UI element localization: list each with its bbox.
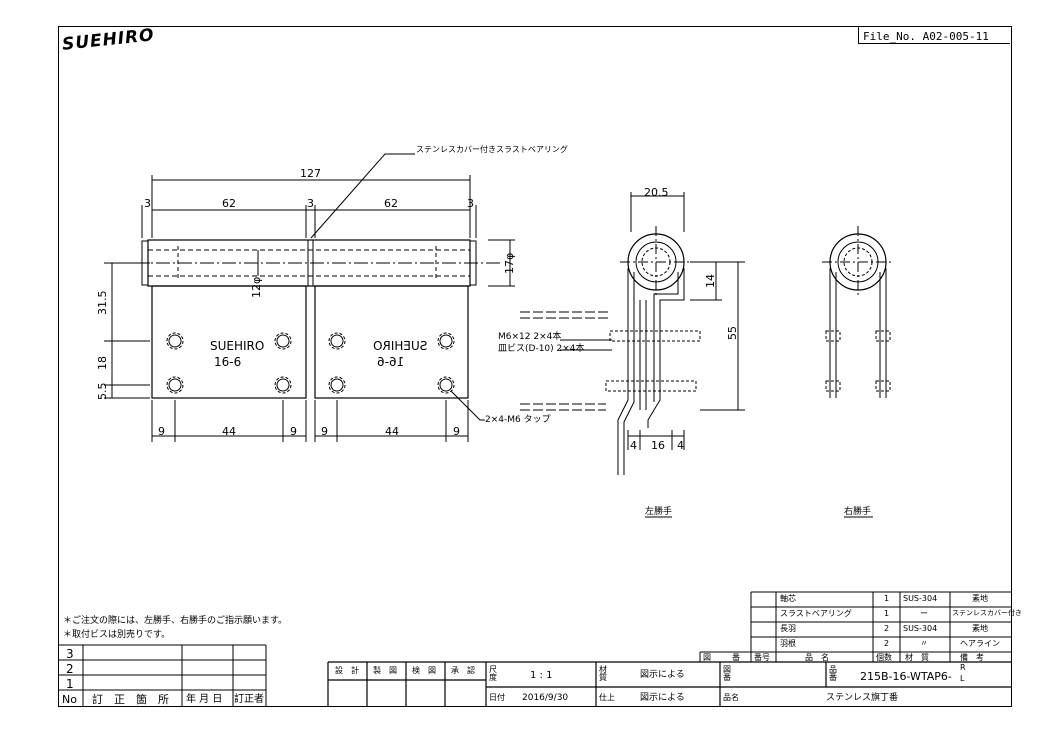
dim-b9c: 9 bbox=[321, 425, 328, 438]
tb-drawing-no-label: 図番 bbox=[723, 665, 731, 682]
part-name-1: 軸芯 bbox=[780, 594, 796, 603]
left-hand-label: 左勝手 bbox=[645, 507, 673, 517]
tb-check: 検 図 bbox=[412, 666, 436, 675]
tb-material-label: 材質 bbox=[599, 665, 607, 682]
parts-table-lines bbox=[699, 591, 1012, 662]
dim-b9b: 9 bbox=[290, 425, 297, 438]
dim-barrel-dia: 17φ bbox=[503, 252, 516, 274]
dim-side-55: 55 bbox=[726, 326, 739, 340]
revision-header-no: No bbox=[62, 693, 77, 706]
revision-row-3: 3 bbox=[66, 647, 74, 661]
part-qty-2: 1 bbox=[884, 609, 890, 618]
tb-name: ステンレス旗丁番 bbox=[826, 693, 899, 703]
dim-h1: 31.5 bbox=[96, 290, 109, 316]
dim-side-top: 20.5 bbox=[644, 186, 669, 199]
revision-row-1: 1 bbox=[66, 677, 74, 691]
parts-header-name: 品 名 bbox=[805, 653, 829, 662]
part-finish-1: 素地 bbox=[972, 594, 988, 603]
part-qty-1: 1 bbox=[884, 594, 890, 603]
revision-header-editor: 訂正者 bbox=[234, 694, 264, 705]
part-material-1: SUS-304 bbox=[903, 594, 938, 603]
note-2: ＊取付ビスは別売りです。 bbox=[63, 630, 171, 640]
left-leaf-model: 16-6 bbox=[214, 355, 242, 369]
screw-callout-1: M6×12 2×4本 bbox=[498, 332, 562, 342]
dim-h3: 5.5 bbox=[96, 382, 109, 401]
drawing-frame bbox=[58, 26, 1012, 707]
tb-scale: 1 : 1 bbox=[530, 670, 553, 681]
tb-design: 設 計 bbox=[335, 666, 359, 675]
tb-date-label: 日付 bbox=[489, 693, 505, 702]
dim-leaf-2: 62 bbox=[384, 197, 398, 210]
dim-h2: 18 bbox=[96, 356, 109, 370]
part-name-2: スラストベアリング bbox=[780, 609, 852, 618]
dim-side-14: 14 bbox=[704, 274, 717, 288]
part-qty-4: 2 bbox=[884, 639, 890, 648]
dim-gap-left: 3 bbox=[144, 197, 151, 210]
revision-header-date: 年 月 日 bbox=[186, 694, 223, 705]
bearing-callout: ステンレスカバー付きスラストベアリング bbox=[416, 145, 568, 154]
dim-gap-right: 3 bbox=[467, 197, 474, 210]
dim-b9d: 9 bbox=[453, 425, 460, 438]
dim-pin-dia: 12φ bbox=[250, 276, 263, 298]
part-finish-3: 素地 bbox=[972, 624, 988, 633]
revision-row-2: 2 bbox=[66, 662, 74, 676]
tb-part-no: 215B-16-WTAP6- bbox=[860, 670, 952, 683]
note-1: ＊ご注文の際には、左勝手、右勝手のご指示願います。 bbox=[63, 616, 288, 626]
part-qty-3: 2 bbox=[884, 624, 890, 633]
parts-header-zu: 図 bbox=[703, 653, 711, 662]
revision-header-location: 訂 正 箇 所 bbox=[92, 693, 169, 706]
parts-header-note: 備 考 bbox=[960, 653, 984, 662]
part-name-4: 羽根 bbox=[780, 639, 796, 648]
tb-date: 2016/9/30 bbox=[522, 693, 569, 703]
front-view bbox=[104, 153, 515, 442]
side-view-right-hand bbox=[822, 226, 894, 518]
side-view-left-hand bbox=[520, 192, 745, 518]
parts-header-material: 材 質 bbox=[905, 653, 929, 662]
dim-b44a: 44 bbox=[222, 425, 236, 438]
right-hand-label: 右勝手 bbox=[844, 507, 872, 517]
dim-side-4b: 4 bbox=[677, 439, 684, 452]
tb-name-label: 品名 bbox=[723, 693, 739, 702]
tb-part-no-l: L bbox=[960, 674, 965, 683]
dim-side-4a: 4 bbox=[630, 439, 637, 452]
part-finish-4: ヘアライン bbox=[960, 639, 1000, 648]
file-number: File_No. A02-005-11 bbox=[858, 27, 1010, 44]
dim-leaf-1: 62 bbox=[222, 197, 236, 210]
parts-header-no: 番号 bbox=[754, 653, 770, 662]
tb-finish: 図示による bbox=[640, 693, 685, 703]
dim-b44b: 44 bbox=[385, 425, 399, 438]
part-finish-2: ステンレスカバー付き bbox=[952, 609, 1022, 617]
dim-gap-mid: 3 bbox=[307, 197, 314, 210]
screw-callout-2: 皿ビス(D-10) 2×4本 bbox=[498, 344, 585, 354]
tb-finish-label: 仕上 bbox=[599, 693, 615, 702]
tb-draft: 製 図 bbox=[373, 666, 397, 675]
tap-callout: 2×4-M6 タップ bbox=[485, 415, 551, 425]
right-leaf-model: 16-6 bbox=[377, 355, 405, 369]
part-material-4: 〃 bbox=[920, 639, 928, 648]
tb-approve: 承 認 bbox=[451, 666, 475, 675]
tb-part-no-r: R bbox=[960, 663, 966, 672]
left-leaf-brand: SUEHIRO bbox=[210, 339, 265, 353]
dim-overall: 127 bbox=[300, 167, 321, 180]
tb-scale-label: 尺度 bbox=[489, 665, 497, 682]
revision-table-lines bbox=[58, 644, 267, 707]
part-material-3: SUS-304 bbox=[903, 624, 938, 633]
title-block-lines bbox=[327, 661, 1012, 707]
part-material-2: ー bbox=[920, 609, 928, 618]
tb-material: 図示による bbox=[640, 670, 685, 680]
part-name-3: 長羽 bbox=[780, 624, 796, 633]
parts-header-qty: 個数 bbox=[876, 653, 892, 662]
right-leaf-brand: SUEHIRO bbox=[373, 339, 428, 353]
tb-part-no-label: 品番 bbox=[829, 665, 837, 682]
dim-b9a: 9 bbox=[158, 425, 165, 438]
parts-header-ban: 番 bbox=[732, 653, 740, 662]
dim-side-16: 16 bbox=[651, 439, 665, 452]
